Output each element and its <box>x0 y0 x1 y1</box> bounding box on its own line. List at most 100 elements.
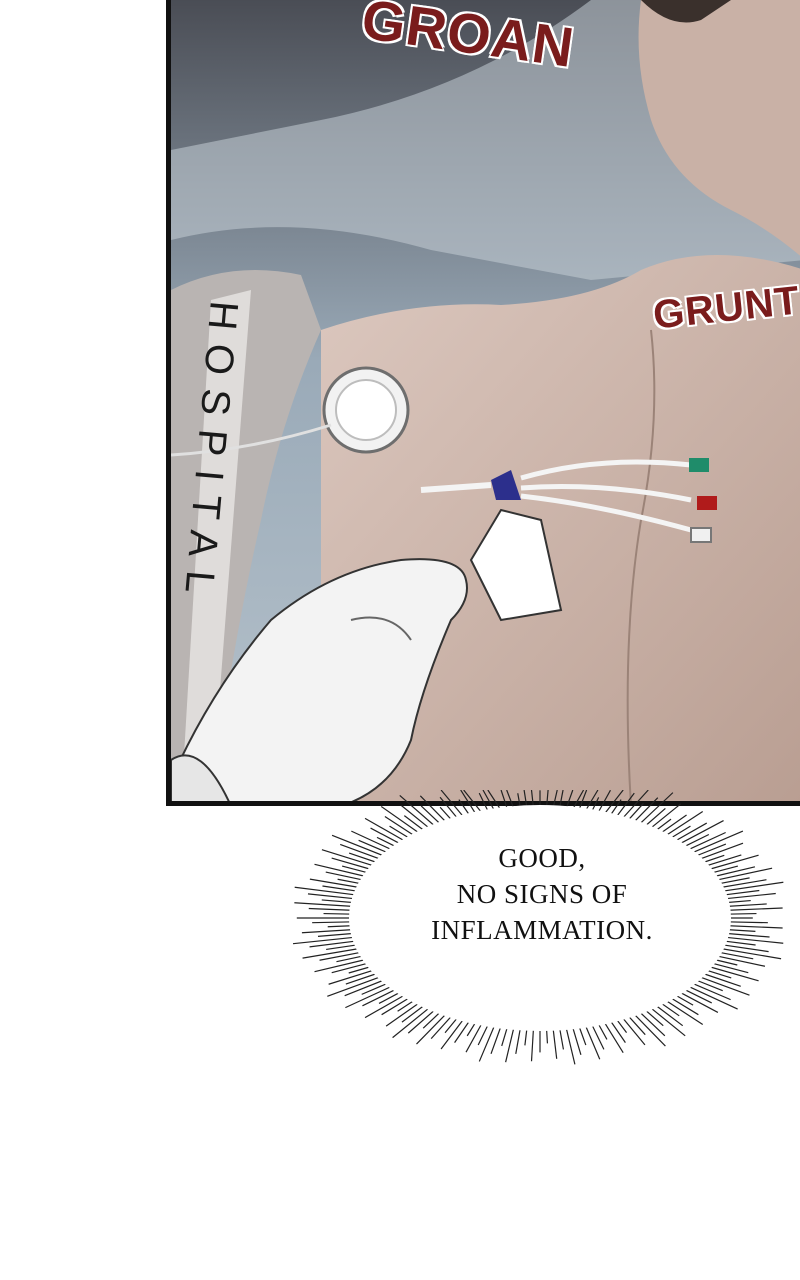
burst-ray <box>478 792 490 813</box>
patient-chest <box>321 255 800 801</box>
burst-ray <box>714 954 766 967</box>
port-red <box>697 496 717 510</box>
burst-ray <box>632 1012 666 1047</box>
port-green <box>689 458 709 472</box>
port-white <box>690 527 712 543</box>
burst-ray <box>380 805 421 835</box>
burst-ray <box>345 985 394 1009</box>
burst-ray <box>565 1026 576 1065</box>
burst-ray <box>465 1022 483 1053</box>
burst-ray <box>686 831 726 851</box>
burst-rays <box>292 790 784 1065</box>
burst-ray <box>384 815 416 837</box>
gauze <box>469 508 563 622</box>
burst-ray <box>401 1004 426 1023</box>
burst-ray <box>615 792 635 819</box>
burst-ray <box>478 1024 496 1062</box>
burst-ray <box>341 865 371 874</box>
patient-head <box>638 0 800 256</box>
burst-ray <box>664 999 704 1026</box>
burst-ray <box>682 833 710 848</box>
burst-ray <box>673 822 708 843</box>
burst-ray <box>690 981 731 1001</box>
burst-ray <box>643 807 666 828</box>
burst-ray <box>308 907 355 911</box>
burst-ray <box>328 968 376 985</box>
burst-ray <box>407 1008 437 1034</box>
burst-ray <box>439 796 459 820</box>
glove-fold <box>350 616 412 641</box>
burst-ray <box>603 790 624 816</box>
burst-ray <box>724 932 770 938</box>
burst-ray <box>294 902 355 908</box>
panel-artwork: HOSPITAL <box>171 0 800 801</box>
burst-ray <box>565 790 574 810</box>
burst-ray <box>638 1010 666 1037</box>
burst-ray <box>309 878 362 889</box>
burst-ray <box>697 975 750 996</box>
burst-ray <box>709 962 749 974</box>
catheter-tube <box>420 482 492 493</box>
burst-ray <box>725 903 767 908</box>
gloved-hand <box>171 558 468 801</box>
burst-ray <box>501 1025 509 1047</box>
burst-ray <box>669 996 699 1016</box>
burst-ray <box>336 954 366 963</box>
burst-ray <box>487 790 502 811</box>
burst-ray <box>584 1024 601 1060</box>
burst-ray <box>712 866 756 878</box>
burst-ray <box>322 885 360 893</box>
ecg-wire <box>171 423 332 457</box>
burst-ray <box>392 1006 431 1039</box>
burst-ray <box>345 972 379 985</box>
burst-ray <box>697 842 744 861</box>
burst-ray <box>312 921 354 924</box>
burst-ray <box>302 947 362 959</box>
burst-ray <box>725 907 783 911</box>
sleeve <box>171 754 230 801</box>
burst-ray <box>364 817 407 843</box>
burst-ray <box>720 943 769 953</box>
burst-ray <box>664 810 704 837</box>
burst-ray <box>422 1010 442 1029</box>
burst-ray <box>723 892 776 900</box>
burst-ray <box>578 790 588 811</box>
burst-ray <box>440 790 465 819</box>
burst-ray <box>722 889 760 896</box>
burst-ray <box>678 820 724 846</box>
burst-ray <box>506 790 515 810</box>
burst-ray <box>716 951 754 960</box>
burst-ray <box>558 1027 565 1050</box>
speech-line-2: NO SIGNS OF <box>456 879 628 909</box>
burst-ray <box>626 802 644 822</box>
burst-ray <box>597 790 611 814</box>
burst-ray <box>722 940 756 946</box>
burst-ray <box>314 863 368 878</box>
burst-ray <box>686 985 738 1010</box>
burst-ray <box>323 912 354 915</box>
burst-ray <box>678 990 719 1013</box>
burst-ray <box>361 981 390 995</box>
catheter-hub <box>491 470 521 500</box>
burst-ray <box>477 1023 490 1046</box>
speech-text: GOOD, NO SIGNS OF INFLAMMATION. <box>392 840 692 948</box>
burst-ray <box>590 1023 605 1050</box>
burst-ray <box>331 962 371 974</box>
burst-ray <box>325 871 366 882</box>
burst-ray <box>314 958 368 973</box>
burst-ray <box>690 830 744 855</box>
burst-ray <box>621 790 649 820</box>
burst-ray <box>552 1027 558 1059</box>
chest-line <box>626 329 656 801</box>
burst-ray <box>718 947 782 960</box>
burst-ray <box>725 925 783 929</box>
burst-ray <box>694 978 723 992</box>
burst-ray <box>584 790 599 812</box>
burst-ray <box>723 936 784 944</box>
burst-ray <box>643 1008 664 1027</box>
burst-ray <box>571 790 585 811</box>
burst-ray <box>571 1025 582 1055</box>
burst-ray <box>344 978 386 997</box>
burst-ray <box>294 886 358 896</box>
burst-ray <box>490 1025 502 1055</box>
